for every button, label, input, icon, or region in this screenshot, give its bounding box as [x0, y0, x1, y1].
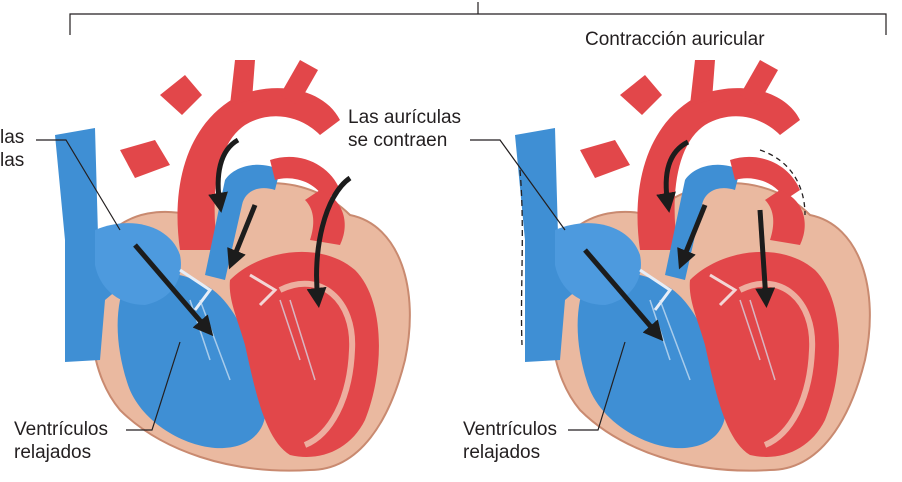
ventricles-right-label-line2: relajados [463, 442, 540, 464]
atria-contract-label-line2: se contraen [348, 130, 447, 152]
ventricles-left-label-line1: Ventrículos [14, 419, 108, 441]
atria-contract-label-line1: Las aurículas [348, 107, 461, 129]
ventricles-right-label-line1: Ventrículos [463, 419, 557, 441]
clipped-label-line1: las [0, 127, 24, 149]
right-heart-illustration [515, 60, 870, 471]
ventricles-left-label-line2: relajados [14, 442, 91, 464]
right-panel-title: Contracción auricular [585, 29, 765, 51]
clipped-label-line2: las [0, 150, 24, 172]
